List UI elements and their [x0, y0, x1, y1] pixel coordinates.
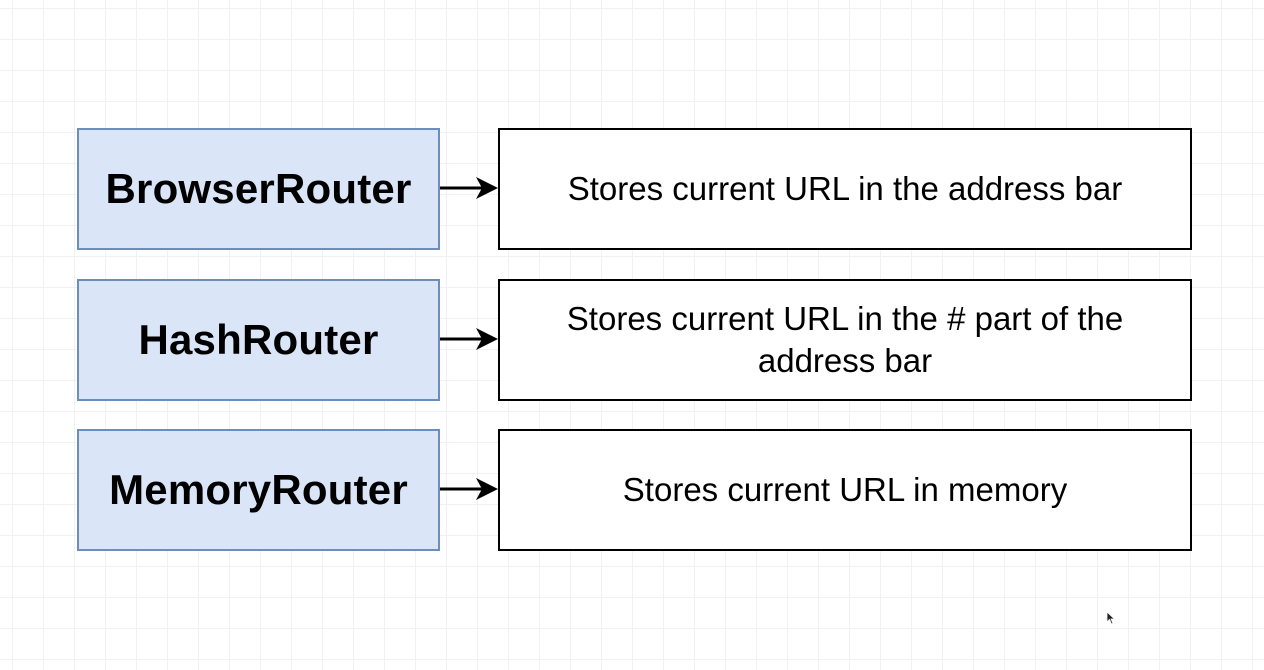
arrow-right-icon	[440, 478, 498, 500]
diagram-row-memory-router: MemoryRouter Stores current URL in memor…	[77, 429, 1192, 551]
browser-router-description: Stores current URL in the address bar	[567, 170, 1123, 207]
mouse-pointer-icon	[1106, 611, 1116, 625]
hash-router-description: Stores current URL in the # part of the …	[566, 300, 1124, 379]
memory-router-node[interactable]: MemoryRouter	[77, 429, 440, 551]
hash-router-label: HashRouter	[138, 316, 379, 363]
arrow-right-icon	[440, 177, 498, 199]
diagram-row-hash-router: HashRouter Stores current URL in the # p…	[77, 279, 1192, 401]
hash-router-node[interactable]: HashRouter	[77, 279, 440, 401]
memory-router-label: MemoryRouter	[109, 466, 408, 513]
memory-router-description: Stores current URL in memory	[622, 471, 1068, 508]
browser-router-node[interactable]: BrowserRouter	[77, 128, 440, 250]
arrow-right-icon	[440, 328, 498, 350]
memory-router-description-node[interactable]: Stores current URL in memory	[498, 429, 1192, 551]
browser-router-description-node[interactable]: Stores current URL in the address bar	[498, 128, 1192, 250]
hash-router-description-node[interactable]: Stores current URL in the # part of the …	[498, 279, 1192, 401]
diagram-row-browser-router: BrowserRouter Stores current URL in the …	[77, 128, 1192, 250]
browser-router-label: BrowserRouter	[105, 165, 412, 212]
